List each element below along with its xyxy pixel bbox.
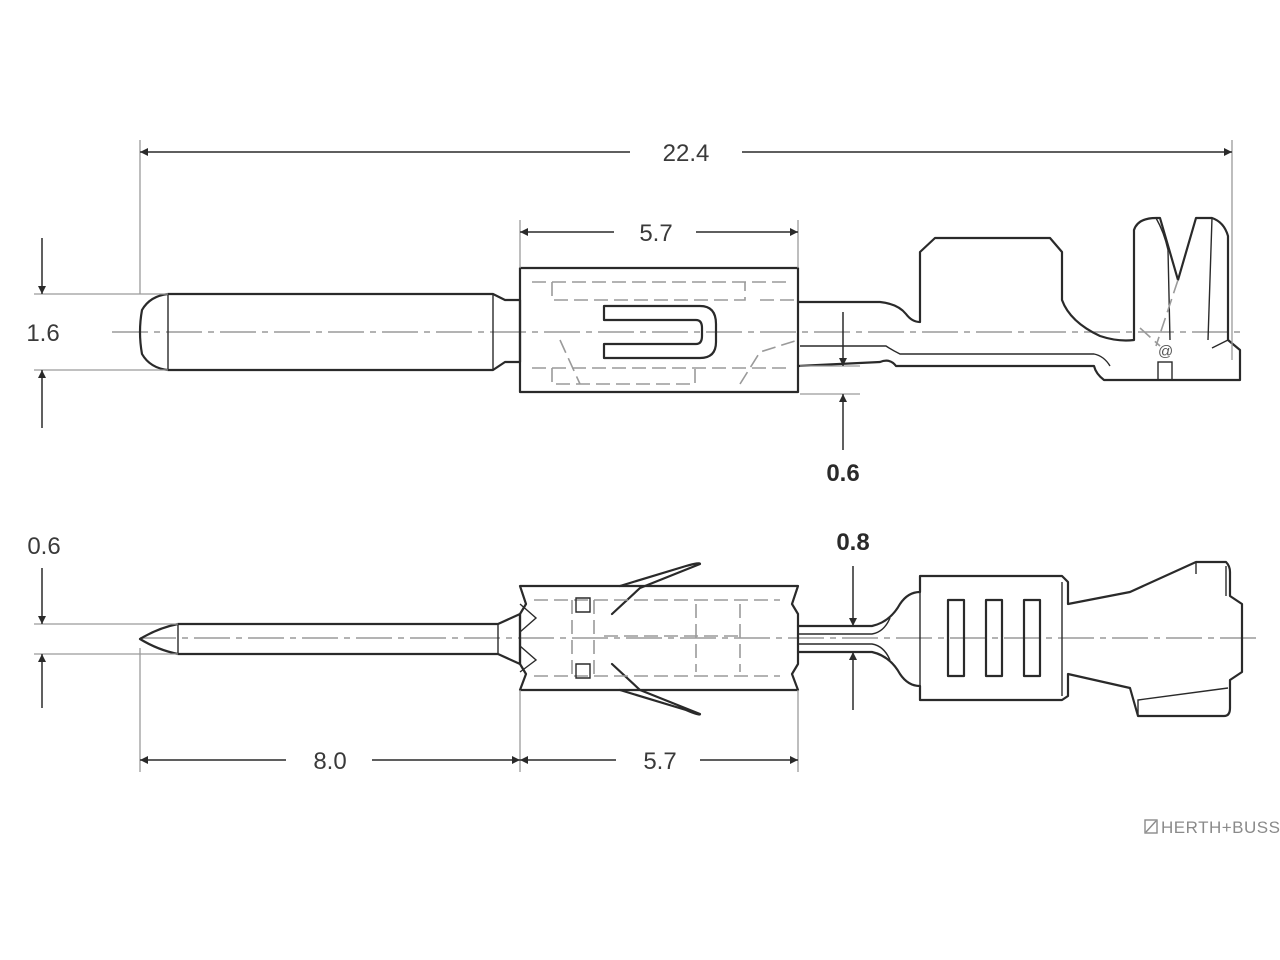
side-view: 0.6 0.8 8.0 5.7 <box>27 529 1260 775</box>
dim-strip-thickness: 0.6 <box>826 460 859 487</box>
top-latch-slot <box>602 304 718 360</box>
side-neck <box>796 560 1244 718</box>
brand-logo-icon <box>1144 819 1158 834</box>
side-pin <box>138 612 522 666</box>
brand-logo: HERTH+BUSS <box>1144 818 1280 837</box>
side-housing-detail <box>519 597 591 679</box>
dim-pin-length: 8.0 <box>313 748 346 775</box>
top-pin <box>138 292 522 372</box>
dim-housing-length-side: 5.7 <box>643 748 676 775</box>
dim-overall-length: 22.4 <box>663 140 710 167</box>
dim-pin-diameter: 1.6 <box>26 320 59 347</box>
top-crimp-hidden <box>1139 279 1179 347</box>
side-housing-hidden <box>534 599 780 677</box>
top-neck-bend <box>800 345 1111 367</box>
side-lance-top <box>610 562 702 616</box>
top-crimp-wing <box>1155 217 1229 349</box>
dim-neck-thickness: 0.8 <box>836 529 869 556</box>
brand-text: HERTH+BUSS <box>1161 818 1280 837</box>
side-slot-1 <box>946 598 966 678</box>
top-housing <box>518 266 800 394</box>
top-neck <box>796 216 1242 382</box>
top-housing-hidden <box>532 281 799 385</box>
side-neck-inner <box>798 562 1229 716</box>
dim-pin-thickness: 0.6 <box>27 533 60 560</box>
side-lance-bottom <box>610 662 702 716</box>
dim-housing-length-top: 5.7 <box>639 220 672 247</box>
side-slot-3 <box>1022 598 1042 678</box>
top-marking-box <box>1157 361 1173 381</box>
side-slot-2 <box>984 598 1004 678</box>
top-view: @ 22.4 5.7 1.6 0.6 <box>26 140 1242 487</box>
top-marking: @ <box>1158 343 1173 360</box>
